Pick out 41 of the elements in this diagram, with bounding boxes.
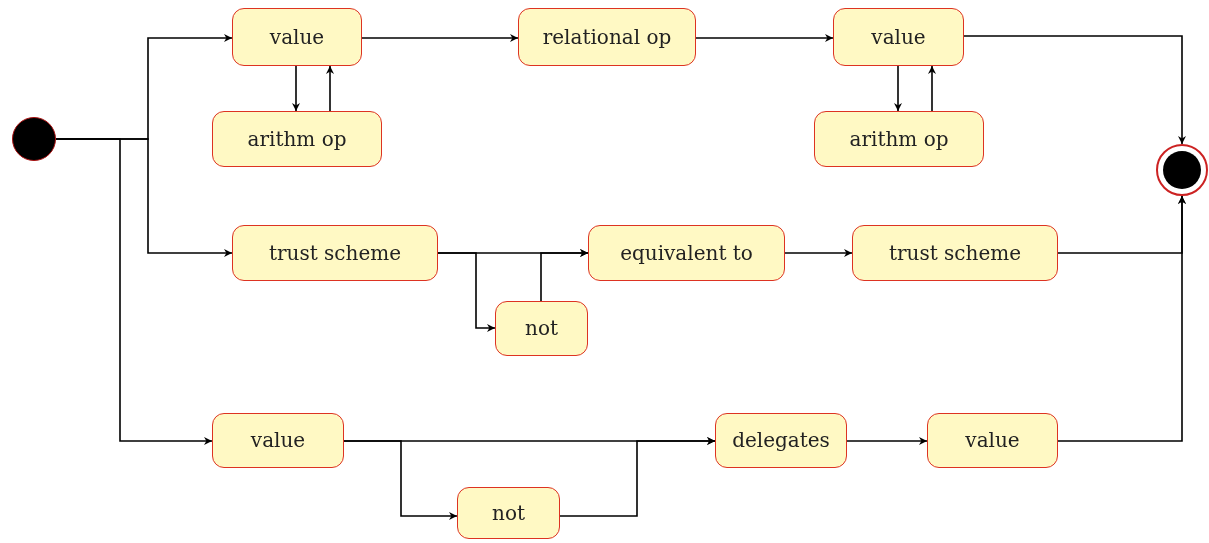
state-label: arithm op — [849, 126, 949, 152]
arrow — [559, 437, 716, 517]
state-label: trust scheme — [268, 240, 402, 266]
arrow — [784, 249, 853, 257]
state-label: delegates — [732, 428, 830, 453]
state-box — [814, 111, 984, 167]
arrow — [963, 35, 1186, 145]
state-label: relational op — [542, 24, 672, 50]
state-box — [588, 225, 785, 281]
arrow — [361, 34, 519, 42]
arrow — [928, 65, 936, 112]
state-box — [212, 111, 382, 167]
state-box — [852, 225, 1058, 281]
state-label: arithm op — [247, 126, 347, 152]
state-box — [833, 8, 964, 66]
arrow — [695, 34, 834, 42]
state-label: not — [525, 316, 558, 341]
state-box — [457, 487, 560, 539]
state-label: not — [492, 500, 525, 526]
state-box — [212, 413, 344, 468]
state-label: value — [250, 428, 306, 453]
state-box — [495, 301, 588, 356]
state-box — [715, 413, 847, 468]
state-label: value — [269, 24, 325, 50]
arrow — [437, 252, 496, 332]
arrow — [1057, 195, 1186, 442]
arrow — [343, 440, 458, 520]
state-label: trust scheme — [888, 240, 1022, 266]
arrow — [55, 138, 213, 445]
arrow — [292, 65, 300, 112]
state-label: value — [965, 428, 1020, 453]
arrow — [326, 65, 334, 112]
state-box — [232, 225, 438, 281]
arrow — [894, 65, 902, 112]
state-box — [927, 413, 1058, 468]
arrow — [846, 437, 928, 445]
state-box — [232, 8, 362, 66]
state-box — [518, 8, 696, 66]
arrow — [540, 249, 589, 302]
state-label: value — [871, 24, 926, 50]
state-label: equivalent to — [620, 240, 753, 266]
